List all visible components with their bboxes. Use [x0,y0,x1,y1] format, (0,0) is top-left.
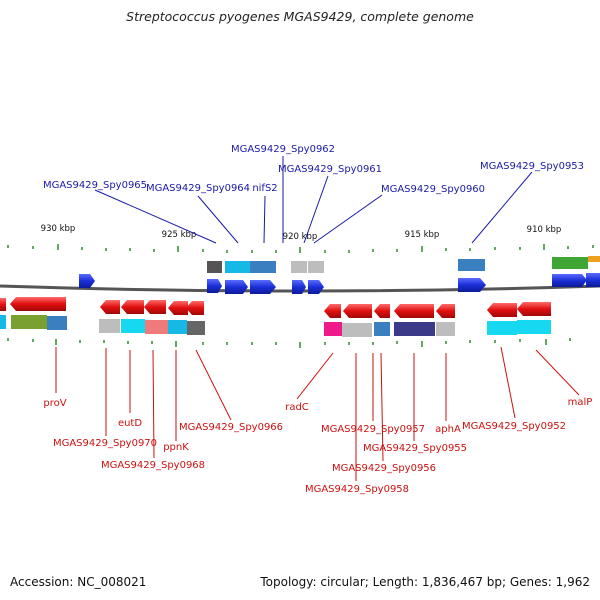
scale-label: 910 kbp [527,225,562,235]
gene-arrow[interactable] [100,300,120,314]
gene-label[interactable]: MGAS9429_Spy0966 [179,422,283,433]
gene-arrow[interactable] [343,304,372,318]
gene-arrow[interactable] [517,302,551,316]
forward-genes [79,273,600,294]
scale-label: 915 kbp [405,230,440,240]
gene-label[interactable]: MGAS9429_Spy0962 [231,144,335,155]
gene-label[interactable]: aphA [435,424,461,435]
gene-arrow[interactable] [207,279,222,293]
gene-label[interactable]: MGAS9429_Spy0952 [462,421,566,432]
gene-arrow[interactable] [225,280,248,294]
gene-arrow[interactable] [374,304,390,318]
gene-arrow[interactable] [168,301,188,315]
gene-label[interactable]: MGAS9429_Spy0960 [381,184,485,195]
upper-ticks [7,244,594,253]
forward-category-bars [207,256,600,273]
gene-label[interactable]: ppnK [163,442,189,453]
scale-label: 925 kbp [162,230,197,240]
gene-label[interactable]: MGAS9429_Spy0957 [321,424,425,435]
gene-label[interactable]: MGAS9429_Spy0964 [146,183,250,194]
gene-arrow[interactable] [394,304,434,318]
gene-arrow[interactable] [586,273,600,287]
gene-arrow[interactable] [0,298,6,311]
gene-arrow[interactable] [121,300,144,314]
gene-arrow[interactable] [324,304,341,318]
gene-arrow[interactable] [308,280,324,294]
gene-label[interactable]: MGAS9429_Spy0968 [101,460,205,471]
scale-label: 920 kbp [283,232,318,242]
top-leader-lines [94,156,533,244]
gene-arrow[interactable] [144,300,166,314]
gene-arrow[interactable] [436,304,455,318]
gene-arrow[interactable] [250,280,276,294]
gene-arrow[interactable] [552,274,587,287]
gene-arrow[interactable] [10,297,66,311]
accession-text: Accession: NC_008021 [10,575,147,589]
gene-arrow[interactable] [186,301,204,315]
top-labels: MGAS9429_Spy0962 MGAS9429_Spy0961 MGAS94… [43,144,584,195]
gene-label[interactable]: nifS2 [252,183,277,194]
lower-ticks [7,338,571,348]
reverse-category-bars [0,315,551,337]
gene-label[interactable]: MGAS9429_Spy0970 [53,438,157,449]
bottom-leader-lines [55,346,580,481]
gene-label[interactable]: malP [568,397,593,408]
gene-arrow[interactable] [458,278,486,292]
genome-title: Streptococcus pyogenes MGAS9429, complet… [126,9,474,24]
gene-label[interactable]: proV [43,398,66,409]
gene-label[interactable]: MGAS9429_Spy0961 [278,164,382,175]
gene-label[interactable]: MGAS9429_Spy0953 [480,161,584,172]
gene-arrow[interactable] [487,303,517,317]
bottom-labels: proV eutD MGAS9429_Spy0970 MGAS9429_Spy0… [43,397,592,495]
gene-label[interactable]: radC [285,402,309,413]
reverse-genes [0,297,551,318]
genome-stats-text: Topology: circular; Length: 1,836,467 bp… [260,575,590,589]
gene-label[interactable]: eutD [118,418,142,429]
gene-label[interactable]: MGAS9429_Spy0955 [363,443,467,454]
gene-label[interactable]: MGAS9429_Spy0958 [305,484,409,495]
gene-arrow[interactable] [292,280,306,294]
gene-label[interactable]: MGAS9429_Spy0965 [43,180,147,191]
gene-label[interactable]: MGAS9429_Spy0956 [332,463,436,474]
gene-arrow[interactable] [79,274,95,288]
scale-label: 930 kbp [41,224,76,234]
